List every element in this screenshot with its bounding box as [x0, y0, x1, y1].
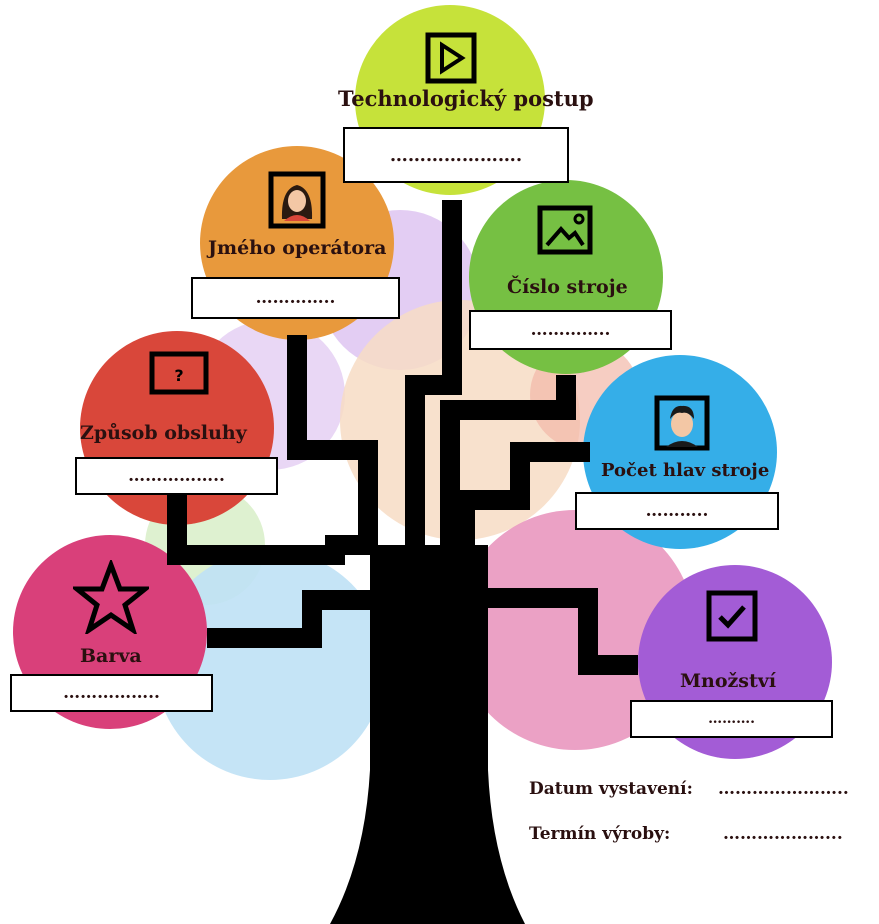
svg-text:?: ? [174, 366, 183, 385]
label-pocet-hlav-stroje: Počet hlav stroje [601, 460, 770, 481]
field-mnozstvi[interactable]: ………. [630, 700, 833, 738]
field-barva[interactable]: …………….. [10, 674, 213, 712]
datum-vystaveni-label: Datum vystavení: [529, 779, 693, 799]
label-cislo-stroje: Číslo stroje [507, 276, 628, 298]
play-icon [425, 32, 477, 84]
termin-vyroby-label: Termín výroby: [529, 824, 671, 844]
field-cislo-stroje[interactable]: ………….. [469, 310, 672, 350]
branch-pocet-hlav-stroje [455, 442, 590, 550]
branch-zpusob-obsluhy [167, 495, 372, 565]
datum-vystaveni-value[interactable]: ………………….. [718, 779, 849, 799]
termin-vyroby-value[interactable]: ………………... [723, 824, 843, 844]
checkbox-icon [706, 590, 758, 642]
background-bubble [455, 510, 695, 750]
field-technologicky-postup[interactable]: …………………. [343, 127, 569, 183]
field-zpusob-obsluhy[interactable]: …………….. [75, 457, 278, 495]
tree-trunk [330, 545, 525, 924]
field-pocet-hlav-stroje[interactable]: ……….. [575, 492, 779, 530]
landscape-picture-icon [537, 205, 593, 255]
branch-technologicky-postup [405, 200, 462, 550]
label-technologicky-postup: Technologický postup [338, 86, 594, 111]
man-portrait-icon [654, 395, 710, 451]
field-jmeno-operatora[interactable]: ………….. [191, 277, 400, 319]
label-mnozstvi: Množství [680, 670, 777, 692]
tree-trunk-and-branches [167, 200, 638, 675]
label-zpusob-obsluhy: Způsob obsluhy [80, 422, 247, 444]
branch-cislo-stroje [440, 375, 576, 550]
label-barva: Barva [80, 645, 142, 667]
star-icon [73, 560, 149, 634]
branch-barva [207, 590, 372, 648]
label-jmeno-operatora: Jmého operátora [208, 237, 387, 259]
branch-jmeno-operatora [287, 335, 378, 550]
question-screen-icon: ? [149, 351, 209, 395]
woman-portrait-icon [268, 171, 326, 229]
branch-mnozstvi [488, 588, 638, 675]
